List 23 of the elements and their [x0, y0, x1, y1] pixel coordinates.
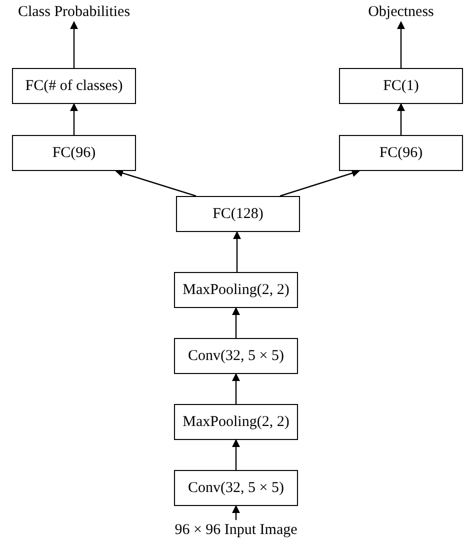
layer-box: Conv(32, 5 × 5) [174, 470, 298, 506]
io-label: Class Probabilities [0, 2, 148, 22]
layer-box: FC(96) [12, 135, 136, 171]
layer-box: FC(# of classes) [12, 68, 136, 104]
layer-box: FC(128) [176, 196, 300, 232]
layer-box: FC(96) [339, 135, 463, 171]
arrow [115, 169, 196, 197]
io-label: Objectness [326, 2, 471, 22]
layer-box: FC(1) [339, 68, 463, 104]
arrow [70, 21, 78, 68]
arrow [232, 505, 240, 520]
arrow [70, 103, 78, 135]
arrow [232, 307, 240, 338]
arrow [233, 231, 241, 272]
arrow [397, 21, 405, 68]
layer-box: Conv(32, 5 × 5) [174, 338, 298, 374]
arrow [232, 373, 240, 404]
io-label: 96 × 96 Input Image [156, 520, 316, 540]
layer-box: MaxPooling(2, 2) [174, 272, 298, 308]
arrow [280, 169, 360, 197]
layer-box: MaxPooling(2, 2) [174, 404, 298, 440]
arrow [232, 439, 240, 470]
arrow [397, 103, 405, 135]
